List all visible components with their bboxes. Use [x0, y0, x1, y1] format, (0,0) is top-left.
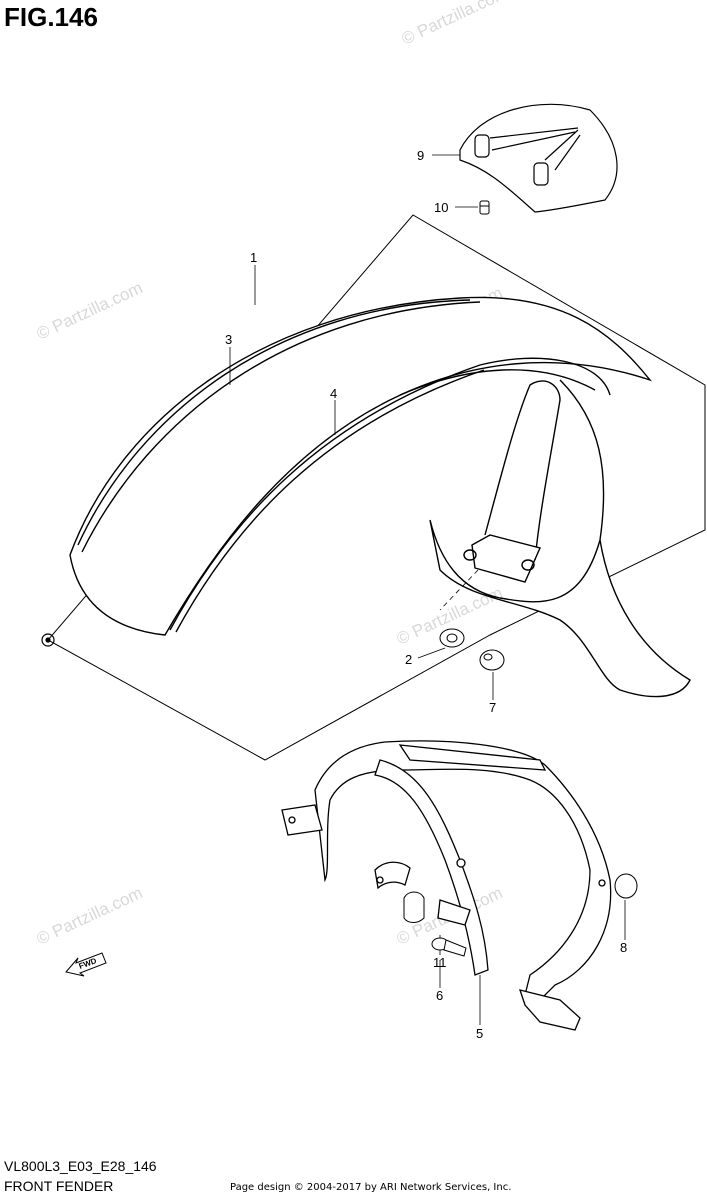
fender-brace-part — [281, 740, 612, 1031]
callout-4: 4 — [330, 386, 337, 401]
cushion-part — [403, 891, 425, 923]
callout-2: 2 — [405, 652, 412, 667]
cushion-plate-part — [459, 103, 618, 213]
callout-10: 10 — [434, 200, 448, 215]
circle-marker-icon — [41, 633, 55, 647]
callout-6: 6 — [436, 988, 443, 1003]
leader-lines — [229, 154, 626, 1025]
callout-9: 9 — [417, 148, 424, 163]
diagram-code: VL800L3_E03_E28_146 — [4, 1158, 157, 1174]
watermark: © Partzilla.com — [34, 278, 146, 344]
callout-3: 3 — [225, 332, 232, 347]
diagram-name: FRONT FENDER — [4, 1178, 114, 1194]
callout-7: 7 — [489, 700, 496, 715]
callout-11: 11 — [433, 955, 447, 970]
copyright-notice: Page design © 2004-2017 by ARI Network S… — [230, 1182, 512, 1193]
bolt-part — [431, 937, 467, 957]
washer-part — [439, 628, 465, 648]
grommet-part — [614, 873, 638, 899]
watermark: © Partzilla.com — [34, 883, 146, 949]
callout-8: 8 — [620, 940, 627, 955]
watermark: © Partzilla.com — [399, 0, 511, 49]
fwd-arrow-icon: FWD — [65, 952, 107, 977]
screw-part — [479, 200, 490, 215]
callout-5: 5 — [476, 1026, 483, 1041]
front-fender-part — [69, 296, 691, 698]
callout-1: 1 — [250, 250, 257, 265]
figure-title: FIG.146 — [4, 2, 98, 32]
assembly-boundary — [47, 214, 706, 761]
collar-part — [479, 649, 505, 671]
